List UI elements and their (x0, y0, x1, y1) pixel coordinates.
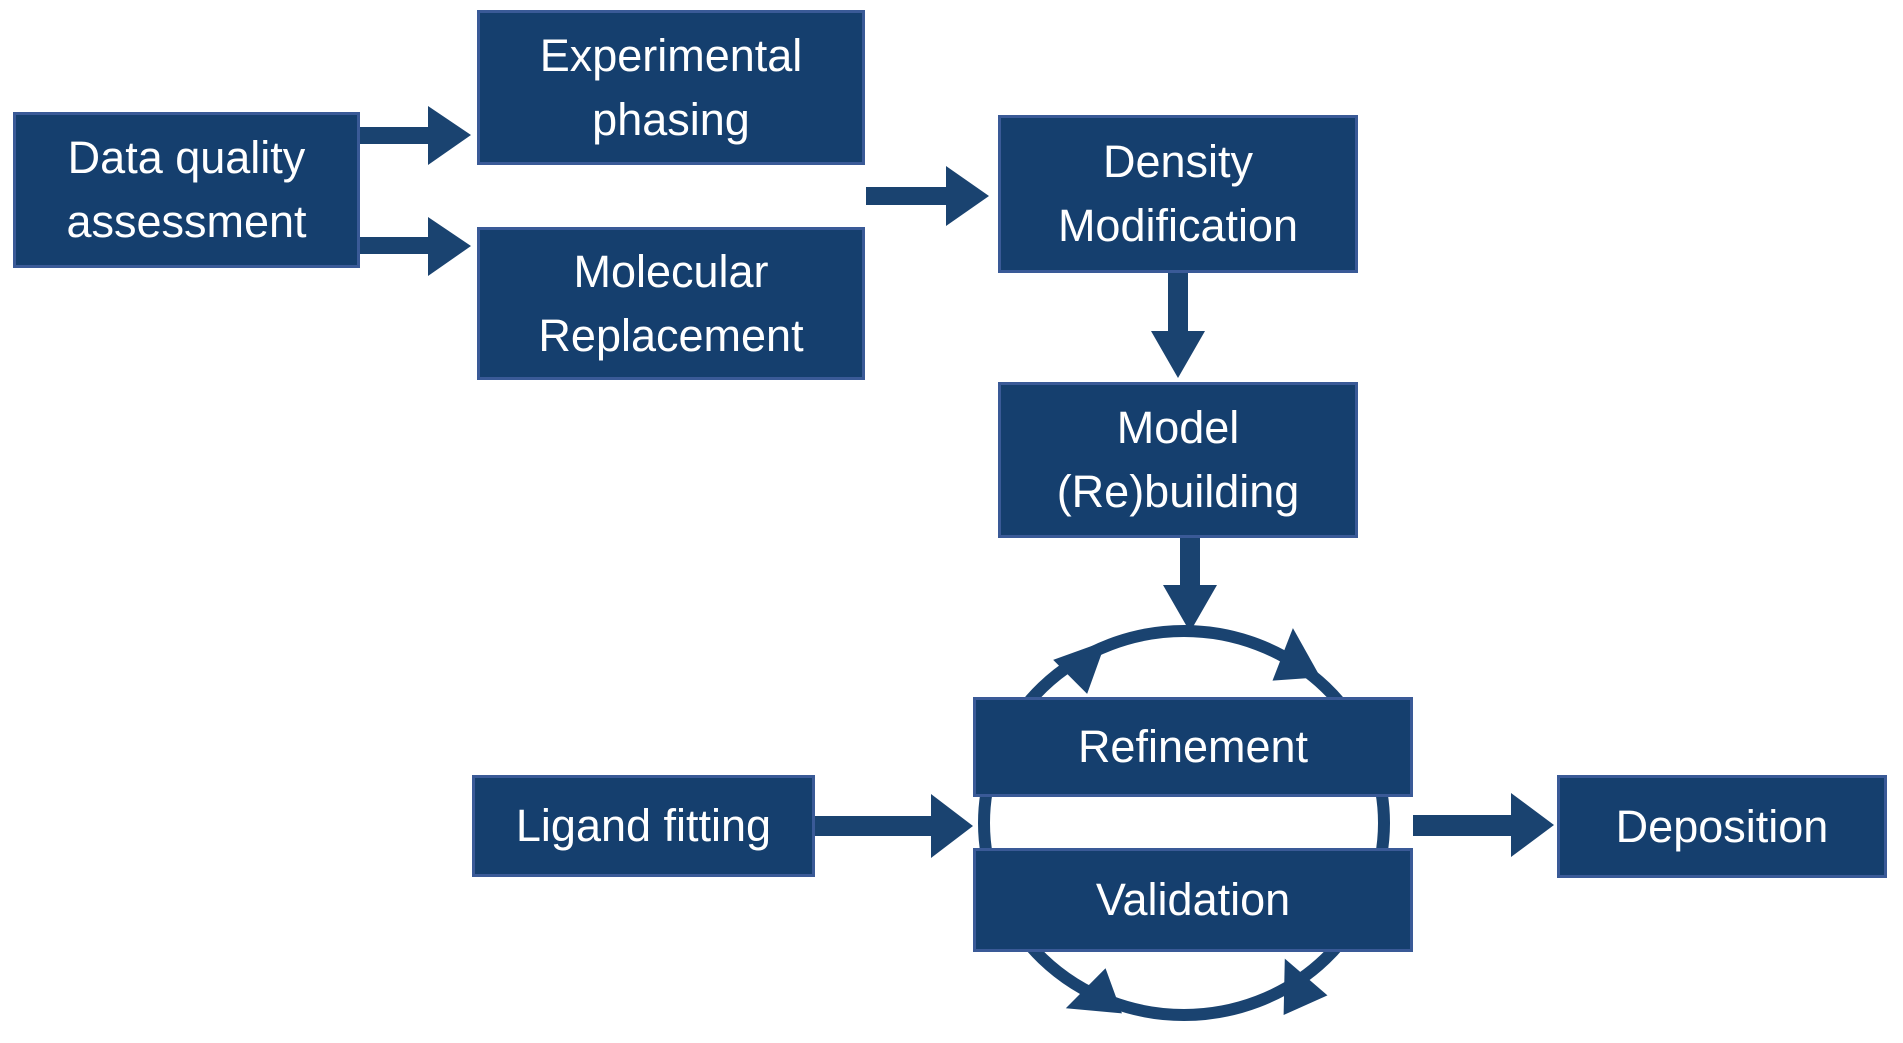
node-label-line: Data quality (67, 132, 306, 183)
node-label-line: (Re)building (1056, 466, 1300, 517)
node-data-quality-assessment: Data quality assessment (13, 112, 360, 268)
node-label-line: Model (1116, 402, 1240, 453)
arrow-density-modification-to-model-rebuilding (1151, 273, 1205, 378)
arrow-ligand-fitting-to-cycle (815, 794, 973, 858)
cycle-arrowhead-top-left-icon (1053, 640, 1107, 694)
node-model-rebuilding: Model (Re)building (998, 382, 1358, 538)
node-label-line: Refinement (1077, 721, 1309, 772)
node-label-line: phasing (592, 93, 750, 145)
node-label-line: Deposition (1615, 800, 1829, 852)
node-label-line: Ligand fitting (515, 800, 772, 851)
arrow-cycle-to-deposition (1413, 793, 1554, 857)
cycle-arrowhead-bottom-right-icon (1283, 958, 1328, 1015)
node-label-line: Validation (1095, 874, 1291, 925)
node-label-line: Modification (1057, 200, 1299, 251)
node-density-modification: Density Modification (998, 115, 1358, 273)
node-label-line: Molecular (573, 245, 769, 297)
node-experimental-phasing: Experimental phasing (477, 10, 865, 165)
node-molecular-replacement: Molecular Replacement (477, 227, 865, 380)
arrow-phasing-to-density-modification (866, 166, 989, 226)
node-refinement: Refinement (973, 697, 1413, 797)
cycle-ring (978, 625, 1390, 1021)
node-ligand-fitting: Ligand fitting (472, 775, 815, 877)
arrow-dqa-to-molecular-replacement (360, 217, 471, 276)
node-deposition: Deposition (1557, 775, 1887, 878)
node-validation: Validation (973, 848, 1413, 952)
node-label-line: assessment (66, 196, 307, 247)
arrow-dqa-to-experimental-phasing (360, 106, 471, 165)
cycle-arrowhead-bottom-left-icon (1065, 968, 1122, 1014)
node-label-line: Replacement (538, 309, 804, 361)
arrow-model-rebuilding-to-cycle (1163, 538, 1217, 632)
cycle-arrowhead-top-right-icon (1272, 628, 1321, 681)
node-label-line: Density (1102, 136, 1254, 187)
node-label-line: Experimental (539, 29, 803, 81)
